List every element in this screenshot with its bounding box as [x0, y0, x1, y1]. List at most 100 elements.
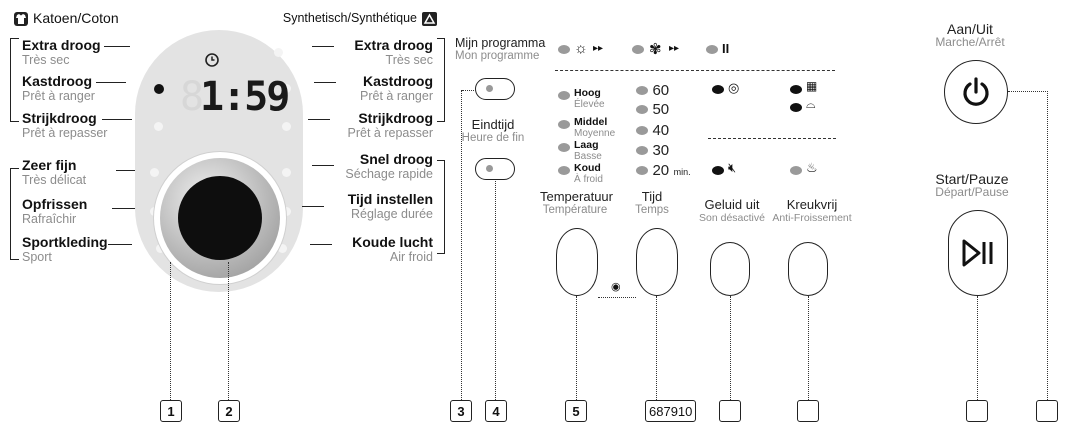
start-nl: Start/Pauze	[935, 171, 1009, 187]
display-time: 1:59	[200, 74, 290, 120]
my-program-nl: Mijn programma	[455, 36, 546, 50]
temperature-fr: Température	[542, 204, 608, 216]
right-program-quick-dry[interactable]: Snel droog Séchage rapide	[323, 152, 433, 182]
start-fr: Départ/Pause	[935, 185, 1009, 199]
time-button[interactable]	[636, 228, 678, 296]
program-nl: Tijd instellen	[347, 191, 433, 207]
indicator-dot	[282, 207, 291, 216]
dotted-line	[228, 262, 229, 400]
temp-nl: Hoog	[574, 87, 601, 99]
program-fr: Sport	[22, 250, 52, 264]
program-fr: Très sec	[385, 53, 433, 67]
left-program-refresh[interactable]: Opfrissen Rafraîchir	[22, 196, 88, 227]
end-time-button[interactable]	[475, 158, 515, 180]
separator	[708, 138, 836, 139]
sound-off-button[interactable]	[710, 242, 750, 296]
callout-blank	[1036, 400, 1058, 422]
time-nl: Tijd	[641, 189, 663, 204]
left-bracket-top	[10, 38, 19, 122]
left-program-iron-dry[interactable]: Strijkdroog Prêt à repasser	[22, 111, 107, 141]
temp-led	[558, 166, 570, 175]
start-pause-button[interactable]	[948, 210, 1008, 296]
time-led	[636, 126, 648, 136]
right-program-time-set[interactable]: Tijd instellen Réglage durée	[323, 191, 433, 222]
power-icon	[960, 75, 992, 114]
dotted-line	[576, 296, 577, 400]
left-program-extra-dry[interactable]: Extra droog Très sec	[22, 38, 101, 68]
temp-nl: Koud	[574, 162, 601, 174]
left-program-delicate[interactable]: Zeer fijn Très délicat	[22, 158, 86, 188]
dotted-line	[656, 296, 657, 400]
connector-line	[310, 244, 332, 245]
callout-6: 687910	[645, 400, 697, 422]
indicator-dot	[282, 84, 291, 93]
connector-line	[104, 46, 130, 47]
program-fr: Prêt à ranger	[360, 89, 433, 103]
time-value: 30	[652, 142, 670, 159]
left-program-cupboard-dry[interactable]: Kastdroog Prêt à ranger	[22, 73, 95, 104]
time-led	[636, 146, 648, 156]
anti-crease-icon: ♨	[806, 160, 818, 175]
mute-icon: 🔇︎	[728, 160, 737, 175]
temperature-button[interactable]	[556, 228, 598, 296]
temp-led	[558, 143, 570, 152]
program-fr: Réglage durée	[350, 207, 433, 221]
right-program-cool-air[interactable]: Koude lucht Air froid	[323, 235, 433, 265]
fan-icon: ✾	[649, 41, 662, 58]
anti-crease-label: Kreukvrij Anti-Froissement	[770, 198, 854, 225]
callout-blank	[966, 400, 988, 422]
water-container-icon: ⌓	[806, 97, 816, 111]
program-fr: Prêt à repasser	[347, 126, 433, 140]
connector-line	[102, 119, 132, 120]
time-value: 50	[652, 101, 670, 118]
option-led	[790, 85, 802, 94]
power-fr: Marche/Arrêt	[935, 35, 1005, 49]
ghost-digit: 8	[180, 74, 205, 120]
my-program-button[interactable]	[475, 78, 515, 100]
my-program-fr: Mon programme	[455, 50, 540, 62]
indicator-dot	[282, 168, 291, 177]
dial-center	[178, 176, 262, 260]
indicator-dot	[154, 122, 163, 131]
anti-crease-button[interactable]	[788, 242, 828, 296]
temp-led	[558, 120, 570, 129]
program-nl: Opfrissen	[22, 196, 88, 212]
dotted-line	[170, 262, 171, 400]
program-nl: Kastdroog	[22, 73, 92, 89]
stage-led	[632, 45, 644, 54]
anti-crease-nl: Kreukvrij	[786, 197, 838, 212]
dotted-line	[1047, 91, 1048, 400]
temperature-label: Temperatuur Température	[540, 190, 613, 217]
time-value-row: 50	[636, 101, 669, 119]
left-program-sport[interactable]: Sportkleding Sport	[22, 235, 108, 265]
right-program-iron-dry[interactable]: Strijkdroog Prêt à repasser	[333, 110, 433, 141]
connector-line	[302, 206, 324, 207]
connector-line	[312, 165, 334, 166]
synthetic-icon	[422, 12, 437, 26]
callout-2: 2	[218, 400, 240, 422]
time-value: 20	[652, 162, 670, 179]
power-nl: Aan/Uit	[947, 21, 993, 37]
sound-off-fr: Son désactivé	[699, 212, 765, 224]
temp-nl: Middel	[574, 116, 608, 128]
program-nl: Extra droog	[354, 37, 433, 53]
connector-line	[314, 82, 336, 83]
my-program-led	[486, 85, 493, 92]
callout-3: 3	[450, 400, 472, 422]
cotton-shirt-icon	[14, 12, 28, 26]
program-nl: Kastdroog	[363, 73, 433, 89]
time-value: 40	[652, 122, 670, 139]
power-button[interactable]	[944, 60, 1008, 124]
right-program-cupboard-dry[interactable]: Kastdroog Prêt à ranger	[333, 73, 433, 104]
synthetic-label: Synthetisch/Synthétique	[282, 11, 417, 25]
end-time-led	[486, 165, 493, 172]
child-lock-icon: ◉	[611, 281, 621, 293]
arrow-icon: ▸▸	[593, 43, 604, 54]
option-led	[790, 166, 802, 175]
right-program-extra-dry[interactable]: Extra droog Très sec	[333, 37, 433, 68]
right-bracket-top	[437, 38, 445, 122]
program-nl: Strijkdroog	[358, 110, 433, 126]
connector-line	[308, 119, 330, 120]
connector-line	[112, 208, 136, 209]
play-pause-icon	[961, 238, 995, 273]
